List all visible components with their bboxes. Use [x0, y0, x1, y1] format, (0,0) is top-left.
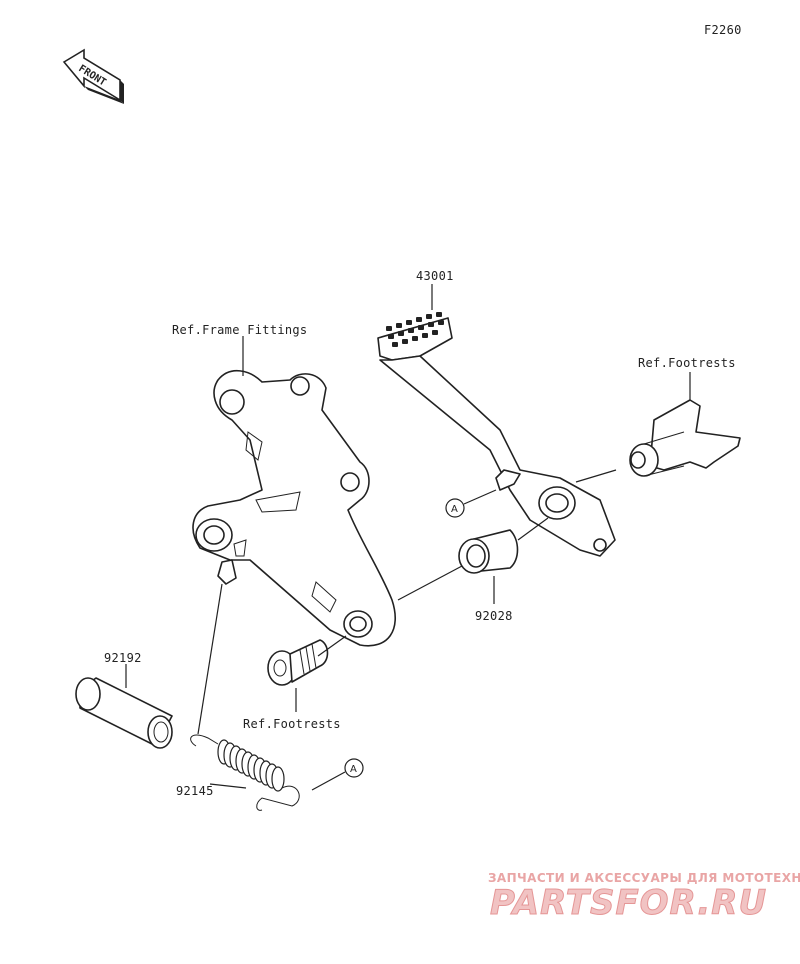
bushing — [458, 529, 519, 574]
label-pedal: 43001 — [416, 269, 454, 283]
label-bushing: 92028 — [475, 609, 513, 623]
diagram-code: F2260 — [704, 23, 742, 37]
spring — [190, 734, 300, 811]
footrest-right — [629, 399, 741, 477]
watermark-brand: PARTSFOR.RU — [490, 883, 767, 923]
label-frame-ref: Ref.Frame Fittings — [172, 323, 307, 337]
callout-a-lower: A — [344, 758, 364, 778]
bolt — [267, 639, 329, 686]
label-spring: 92145 — [176, 784, 214, 798]
label-footrest-bottom: Ref.Footrests — [243, 717, 341, 731]
collar — [75, 677, 173, 749]
front-arrow-icon: FRONT — [62, 48, 124, 104]
callout-a-upper: A — [445, 498, 465, 518]
svg-text:A: A — [451, 504, 458, 515]
footrest-bracket — [192, 370, 396, 647]
label-footrest-right: Ref.Footrests — [638, 356, 736, 370]
svg-text:A: A — [350, 764, 357, 775]
label-collar: 92192 — [104, 651, 142, 665]
shift-pedal — [377, 312, 616, 557]
watermark-tagline: ЗАПЧАСТИ И АКСЕССУАРЫ ДЛЯ МОТОТЕХНИКИ — [488, 871, 800, 885]
